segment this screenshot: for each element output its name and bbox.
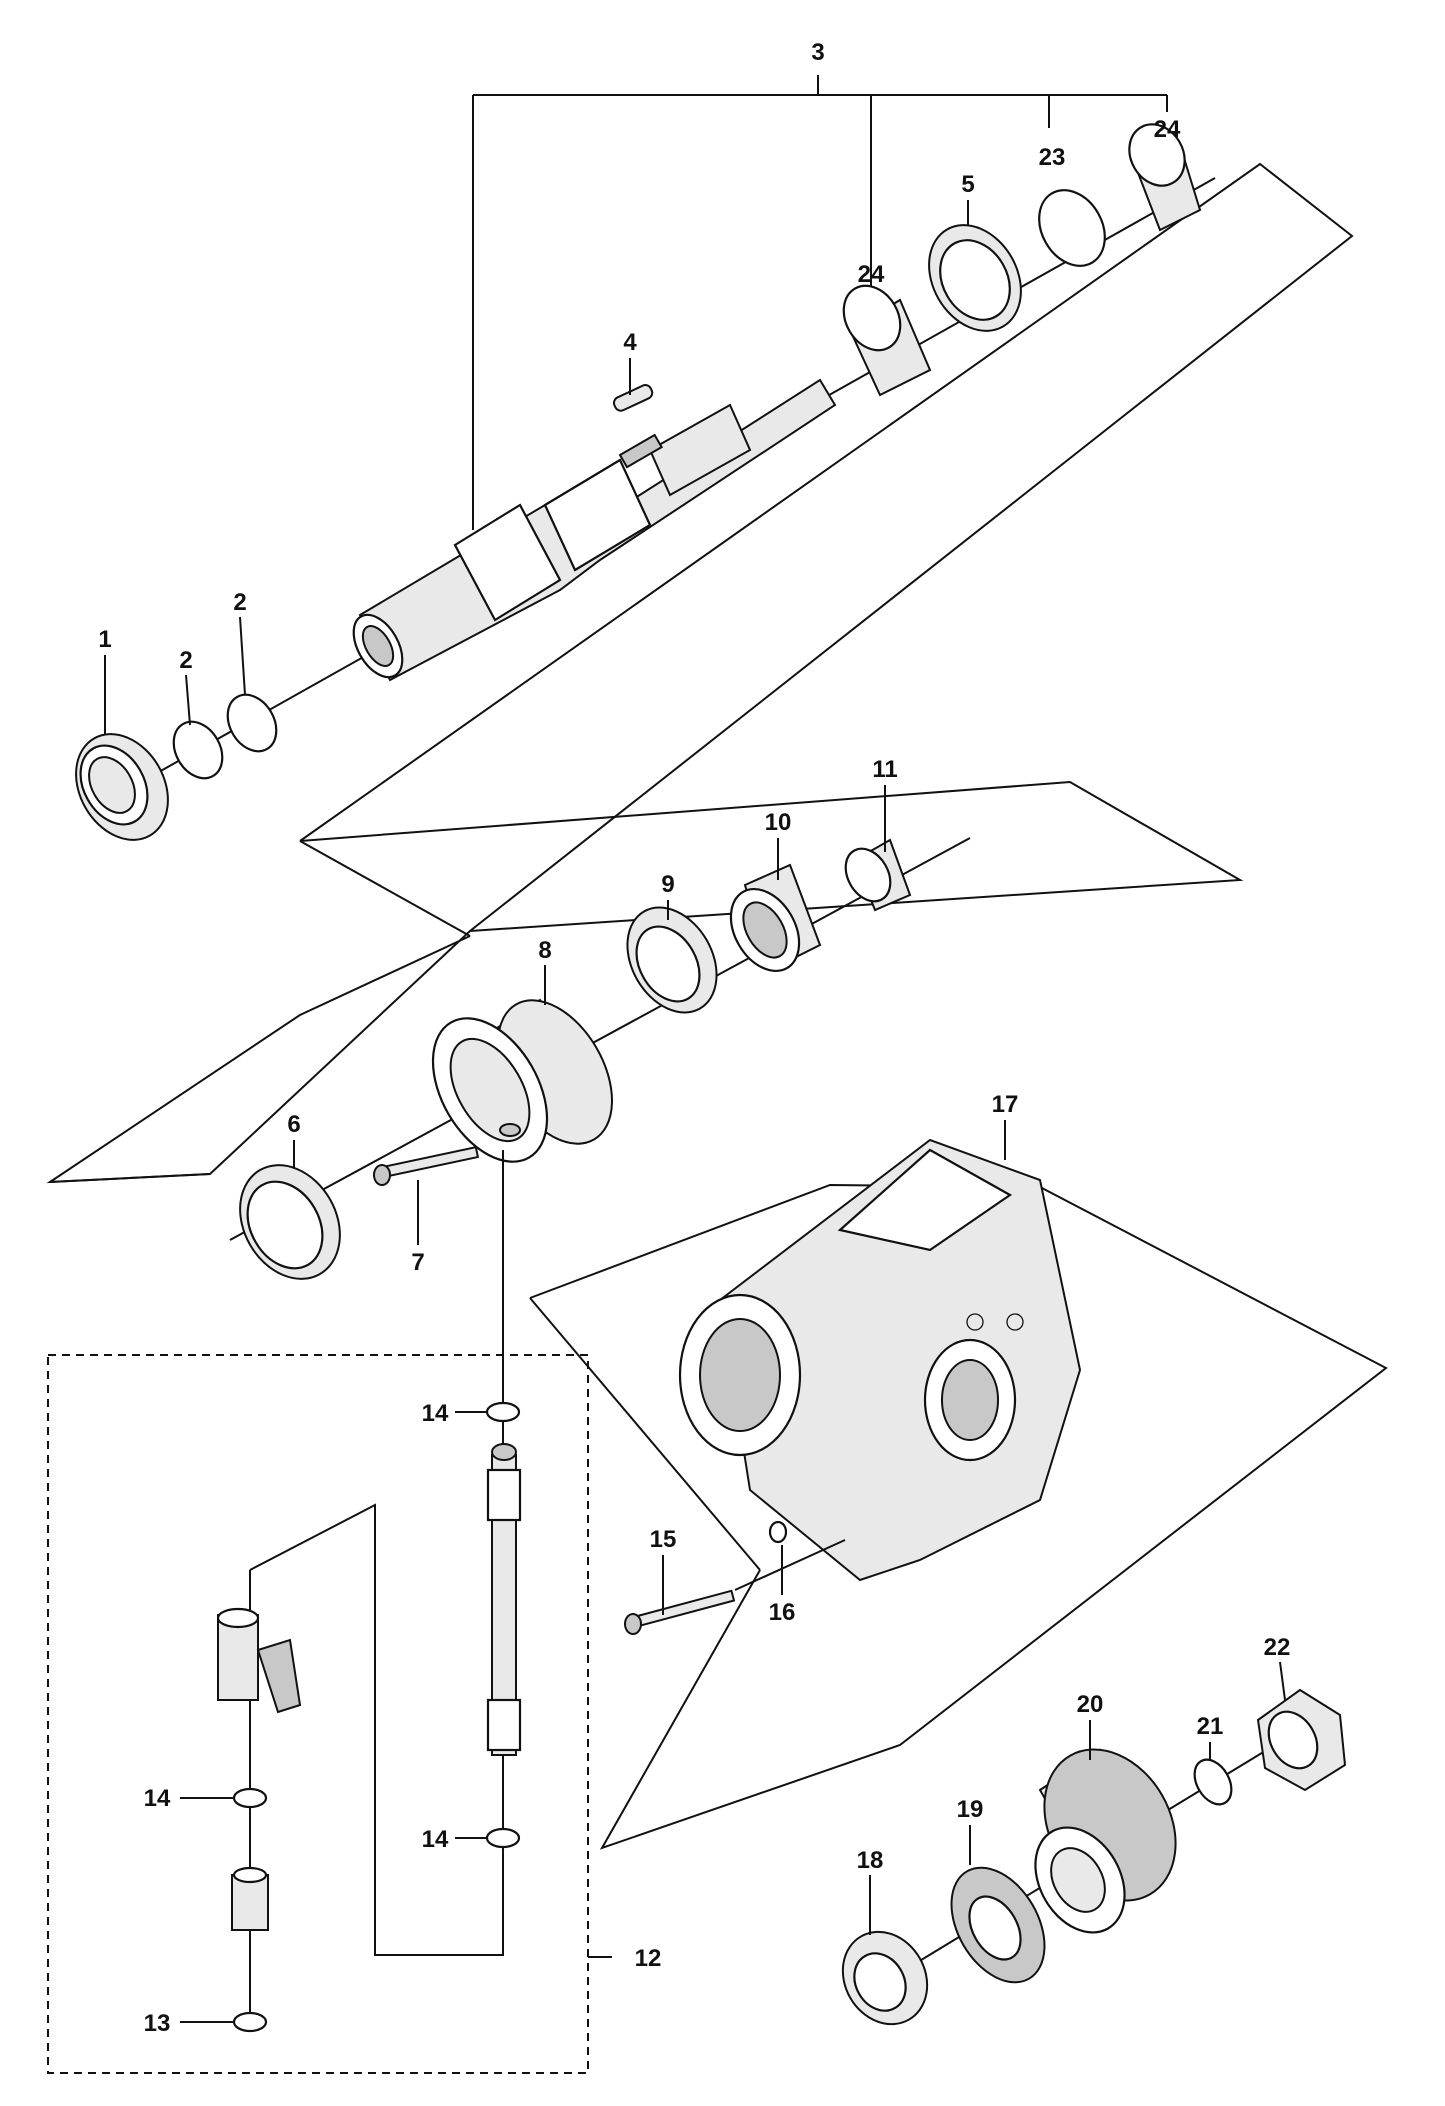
part-15-bolt — [624, 1589, 736, 1635]
spindle-group-frame — [46, 162, 1354, 1184]
callout-14a: 14 — [422, 1400, 449, 1427]
part-2-o-ring-b — [226, 693, 278, 753]
part-23-ring — [1038, 189, 1106, 267]
part-11-bearing — [844, 838, 912, 912]
part-21-ring — [1193, 1758, 1233, 1806]
part-22-nut — [1256, 1688, 1347, 1792]
part-24-sleeve-b — [1128, 123, 1202, 232]
part-1-seal — [75, 733, 169, 841]
part-9-ring — [626, 906, 718, 1014]
part-8-housing — [431, 998, 613, 1163]
callout-22: 22 — [1264, 1634, 1291, 1661]
gear-stack-group — [841, 1688, 1347, 2026]
callout-14c: 14 — [422, 1826, 449, 1853]
callout-14b: 14 — [144, 1785, 171, 1812]
callout-leaders — [104, 200, 1286, 1935]
callout-7: 7 — [411, 1249, 424, 1276]
callout-13: 13 — [144, 2010, 171, 2037]
callout-8: 8 — [538, 937, 551, 964]
callout-18: 18 — [857, 1847, 884, 1874]
part-7-bolt — [373, 1146, 480, 1186]
callout-24a: 24 — [858, 261, 885, 288]
part-5-ring — [928, 224, 1022, 332]
part-6-seal — [239, 1164, 341, 1280]
callout-17: 17 — [992, 1091, 1019, 1118]
part-18-washer — [841, 1930, 929, 2026]
callout-19: 19 — [957, 1796, 984, 1823]
callout-11: 11 — [872, 756, 897, 783]
callout-6: 6 — [287, 1111, 300, 1138]
part-16-washer — [768, 1520, 788, 1544]
callout-23: 23 — [1039, 144, 1066, 171]
gear-housing-group — [529, 1138, 1388, 1850]
kit-grease-nipple — [231, 1866, 269, 1931]
part-20-gear — [1034, 1748, 1177, 1934]
callout-16: 16 — [769, 1599, 796, 1626]
bolt-15-axis — [734, 1539, 846, 1591]
bearing-axis-line — [229, 837, 971, 1241]
part-24-sleeve-a — [842, 284, 932, 397]
callout-10: 10 — [765, 809, 792, 836]
callout-numbers: 1 2 2 3 4 5 24 23 24 6 7 8 9 10 11 17 14… — [98, 39, 1291, 2037]
kit-valve — [216, 1607, 302, 1714]
spindle-group-frame-upper — [299, 840, 471, 937]
part-19-lock-washer — [950, 1866, 1046, 1984]
kit-inner-frame — [249, 1503, 504, 1956]
callout-21: 21 — [1197, 1713, 1224, 1740]
callout-20: 20 — [1077, 1691, 1104, 1718]
part-2-o-ring-a — [172, 720, 224, 780]
callout-1: 1 — [98, 626, 111, 653]
part-14-washer-a — [485, 1401, 521, 1423]
spindle-shaft — [352, 378, 837, 682]
callout-9: 9 — [661, 871, 674, 898]
lubrication-kit-group — [47, 1354, 612, 2074]
spindle-assembly-group — [46, 75, 1354, 1184]
part-13-washer — [232, 2011, 268, 2033]
part-17-gear-housing — [678, 1138, 1082, 1582]
callout-2b: 2 — [233, 589, 246, 616]
callout-15: 15 — [650, 1526, 677, 1553]
part-10-needle-bearing — [729, 863, 822, 973]
part-14-washer-c — [232, 1787, 268, 1809]
callout-4: 4 — [623, 329, 637, 356]
callout-5: 5 — [961, 171, 974, 198]
gear-housing-frame — [529, 1183, 1388, 1850]
kit-dashed-boundary — [47, 1354, 589, 2074]
bearing-group-frame — [49, 1173, 211, 1183]
part-4-key — [612, 384, 654, 412]
callout-3: 3 — [811, 39, 824, 66]
callout-2a: 2 — [179, 647, 192, 674]
callout-24b: 24 — [1154, 116, 1181, 143]
callout-12: 12 — [635, 1945, 662, 1972]
kit-hose — [486, 1443, 522, 1756]
bracket-3 — [472, 75, 1168, 530]
bearing-housing-group — [49, 780, 1244, 1388]
part-14-washer-b — [485, 1827, 521, 1849]
